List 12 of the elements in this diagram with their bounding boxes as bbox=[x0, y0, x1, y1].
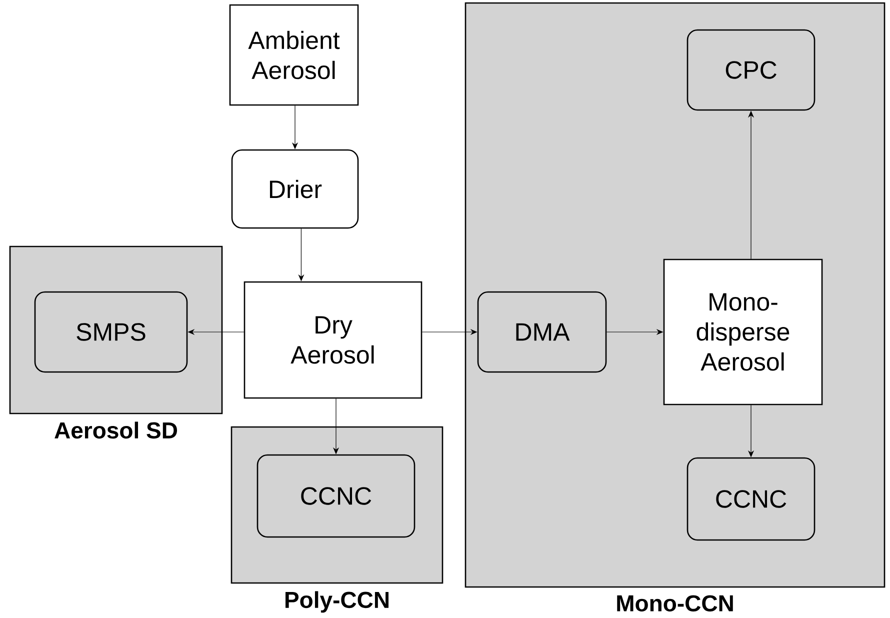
node-label: Mono-CCN bbox=[617, 595, 733, 612]
instrument-box: CPC bbox=[686, 29, 816, 111]
process-box: Drier bbox=[231, 149, 359, 229]
instrument-box: SMPS bbox=[34, 291, 188, 373]
instrument-box: CCNC bbox=[686, 457, 816, 541]
process-box: Mono-disperse Aerosol bbox=[663, 258, 823, 406]
process-box: Dry Aerosol bbox=[244, 281, 422, 399]
node-label: Aerosol SD bbox=[54, 422, 178, 439]
instrument-box: DMA bbox=[477, 291, 607, 373]
node-label: Poly-CCN bbox=[286, 591, 388, 613]
process-box: Ambient Aerosol bbox=[229, 4, 359, 106]
instrument-box: CCNC bbox=[256, 454, 416, 538]
